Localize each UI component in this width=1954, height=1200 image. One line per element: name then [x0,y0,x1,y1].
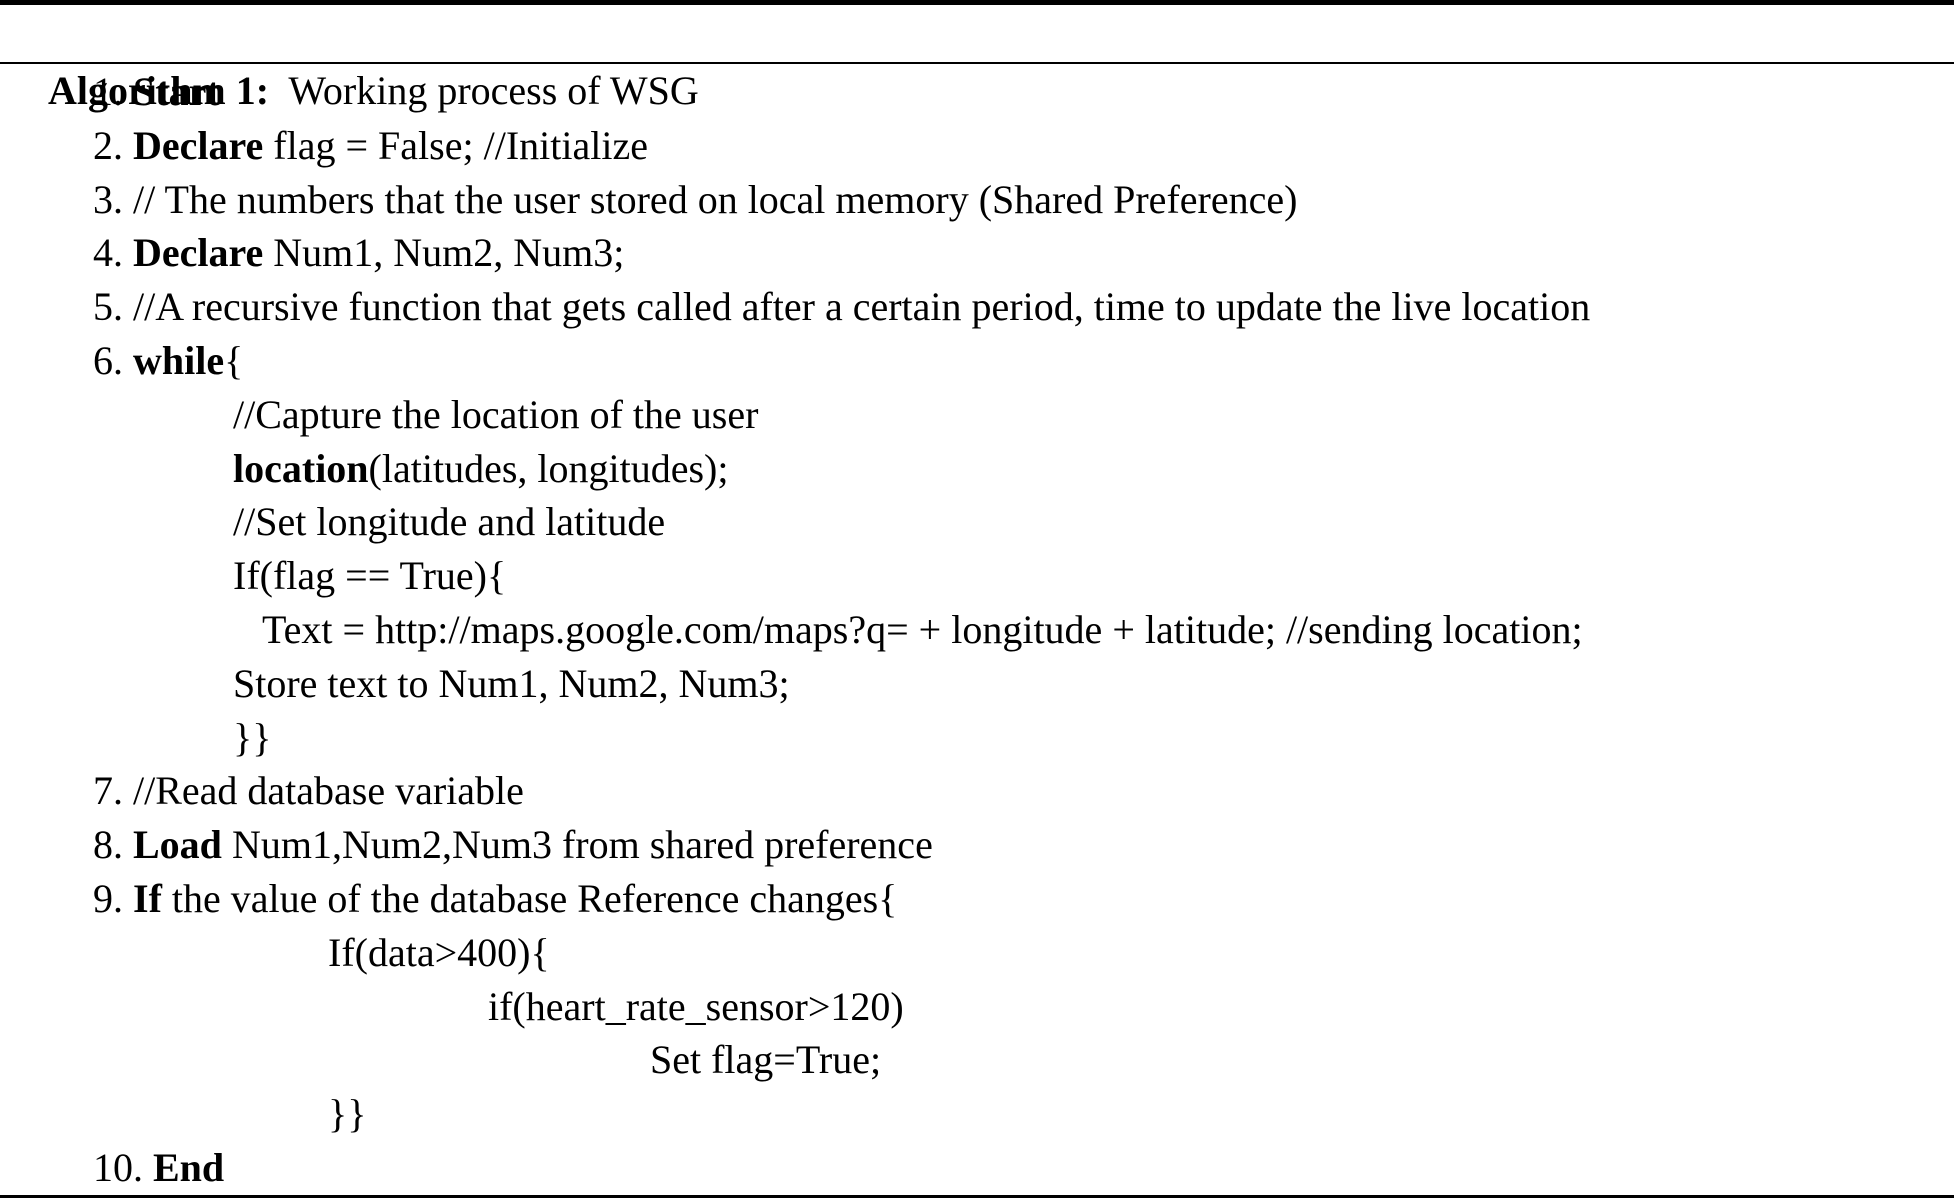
algorithm-line: 4. Declare Num1, Num2, Num3; [0,226,1954,280]
code-text: 8. [93,822,133,868]
code-text: Text = http://maps.google.com/maps?q= + … [262,606,1583,652]
code-text: { [224,337,244,383]
algorithm-line: Set flag=True; [0,1033,1954,1087]
code-text: //Capture the location of the user [233,391,759,437]
code-text: 6. [93,337,133,383]
code-text: (latitudes, longitudes); [368,445,729,491]
algorithm-line: 5. //A recursive function that gets call… [0,280,1954,334]
code-text: 4. [93,230,133,276]
code-text: //Set longitude and latitude [233,499,666,545]
algorithm-line: }} [0,1087,1954,1141]
algorithm-line: 10. End [0,1141,1954,1195]
code-text: the value of the database Reference chan… [161,875,898,921]
algorithm-line: If(data>400){ [0,926,1954,980]
keyword-text: Start [133,69,220,114]
code-text: Num1, Num2, Num3; [263,230,625,276]
algorithm-line: 3. // The numbers that the user stored o… [0,173,1954,227]
algorithm-line: 1. Start [0,65,1954,119]
keyword-text: location [233,445,369,491]
keyword-text: Load [133,822,222,868]
algorithm-line: 8. Load Num1,Num2,Num3 from shared prefe… [0,818,1954,872]
bottom-rule [0,1194,1954,1198]
keyword-text: Declare [133,122,264,168]
code-text: 1. [93,69,133,114]
algorithm-line: }} [0,711,1954,765]
code-text: }} [328,1091,367,1137]
algorithm-line: 2. Declare flag = False; //Initialize [0,119,1954,173]
code-text: 5. //A recursive function that gets call… [93,284,1591,330]
code-text: 9. [93,875,133,921]
code-text: If(data>400){ [328,929,550,975]
keyword-text: Declare [133,230,264,276]
algorithm-line: //Capture the location of the user [0,388,1954,442]
algorithm-line: 9. If the value of the database Referenc… [0,872,1954,926]
code-text: 2. [93,122,133,168]
keyword-text: If [133,875,162,921]
algorithm-line: 7. //Read database variable [0,764,1954,818]
code-text: }} [233,714,272,760]
code-text: flag = False; //Initialize [263,122,648,168]
code-text: Store text to Num1, Num2, Num3; [233,660,790,706]
algorithm-line: Text = http://maps.google.com/maps?q= + … [0,603,1954,657]
algorithm-line: 6. while{ [0,334,1954,388]
code-text: 7. //Read database variable [93,768,524,814]
algorithm-title-text: Working process of WSG [269,68,699,113]
algorithm-title-label: Algorithm 1: [48,68,270,113]
keyword-text: End [153,1144,225,1190]
code-text: if(heart_rate_sensor>120) [488,983,904,1029]
algorithm-line: If(flag == True){ [0,549,1954,603]
code-text: 10. [93,1144,153,1190]
code-text: 3. // The numbers that the user stored o… [93,176,1298,222]
algorithm-line: Store text to Num1, Num2, Num3; [0,657,1954,711]
algorithm-line: location(latitudes, longitudes); [0,442,1954,496]
algorithm-line: if(heart_rate_sensor>120) [0,980,1954,1034]
code-text: Num1,Num2,Num3 from shared preference [221,822,933,868]
code-text: Set flag=True; [650,1037,882,1083]
code-text: If(flag == True){ [233,553,507,599]
top-rule [0,0,1954,5]
keyword-text: while [133,337,225,383]
algorithm-line: //Set longitude and latitude [0,495,1954,549]
algorithm-title: Algorithm 1: Working process of WSG [0,5,1954,113]
